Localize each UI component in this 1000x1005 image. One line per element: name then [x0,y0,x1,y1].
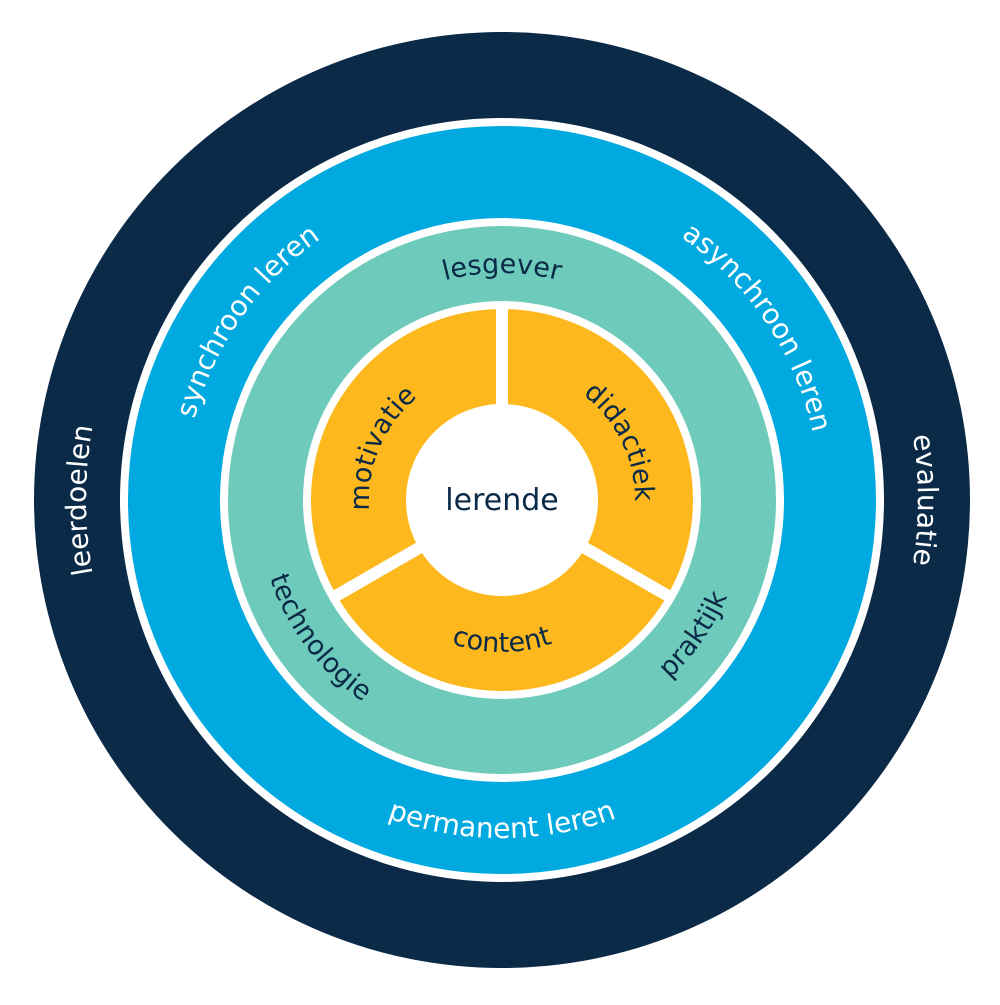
label-evaluatie: evaluatie [906,432,944,568]
segment-content [339,553,665,691]
center-circle [408,406,596,594]
center-label-lerende: lerende [445,483,558,518]
label-leerdoelen: leerdoelen [60,422,100,578]
segment-didactiek [507,309,693,591]
segment-motivatie [311,309,497,591]
